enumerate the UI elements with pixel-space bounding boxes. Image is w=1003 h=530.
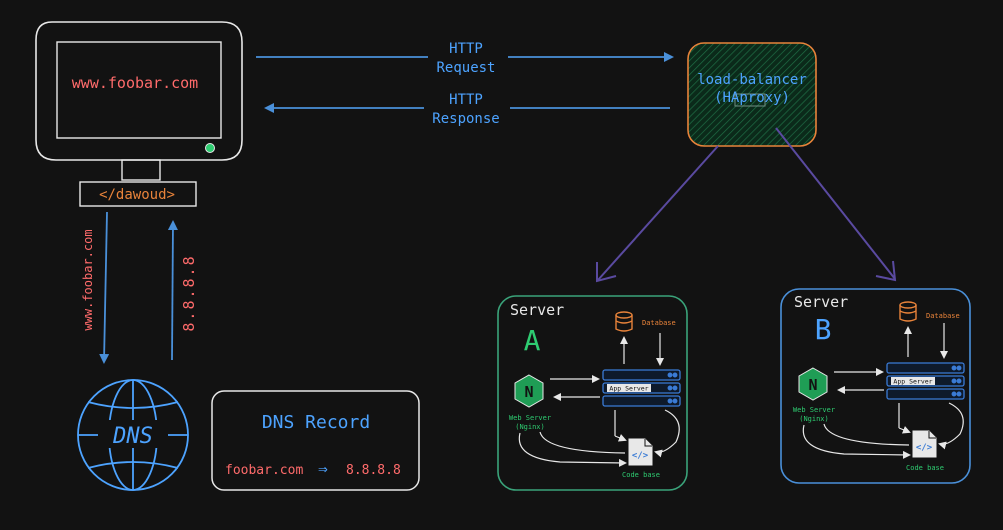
monitor-neck (121, 159, 161, 181)
http-response-label-1: HTTP (449, 92, 483, 108)
code-file-icon: </> (628, 438, 653, 466)
power-led-icon (205, 143, 215, 153)
load-balancer: load-balancer (HAproxy) (687, 42, 817, 147)
http-request-label-2: Request (436, 60, 495, 76)
dns-record-card: DNS Record foobar.com ⇒ 8.8.8.8 (211, 390, 420, 491)
server-a-web-server-label: Web Server (509, 414, 551, 422)
server-a-app-server-label: App Server (609, 385, 648, 393)
monitor-base (79, 181, 197, 207)
monitor-frame (35, 21, 243, 161)
server-a-database-label: Database (642, 319, 676, 327)
svg-text:</>: </> (632, 451, 649, 461)
server-a-letter: A (524, 324, 541, 357)
server-a-connectors (518, 333, 680, 467)
server-a-nginx-label: (Nginx) (515, 423, 545, 431)
dns-record-arrow-icon: ⇒ (318, 459, 328, 478)
dns-query-arrow: www.foobar.com (81, 211, 110, 364)
server-b-nginx-letter: N (808, 376, 817, 394)
server-a-code-base-label: Code base (622, 471, 660, 479)
dns-record-domain: foobar.com (225, 463, 303, 478)
http-response-arrow: HTTP Response (264, 92, 670, 127)
server-b-connectors (802, 323, 964, 459)
http-request-arrow: HTTP Request (256, 41, 674, 76)
database-icon (615, 311, 633, 332)
dns-record-ip: 8.8.8.8 (346, 463, 401, 478)
nginx-icon: N (798, 367, 828, 401)
server-a-title: Server (510, 301, 564, 319)
client-computer: www.foobar.com </dawoud> (35, 21, 243, 207)
monitor-screen (56, 41, 222, 139)
code-file-icon: </> (912, 430, 937, 458)
lb-to-server-a-arrow (596, 145, 719, 283)
server-a-card: Server A Database App Server N Web (497, 295, 688, 491)
load-balancer-line1: load-balancer (697, 72, 807, 88)
load-balancer-connector (734, 93, 766, 107)
server-b-app-server-label: App Server (893, 378, 932, 386)
database-icon (899, 301, 917, 322)
dns-query-label: www.foobar.com (81, 229, 95, 330)
dns-globe-icon (77, 379, 189, 491)
server-a-nginx-letter: N (524, 383, 533, 401)
screen-url: www.foobar.com (72, 74, 198, 92)
brand-label: </dawoud> (99, 187, 175, 203)
server-b-title: Server (794, 293, 848, 311)
dns-globe-label: DNS (112, 424, 153, 449)
load-balancer-line2: (HAproxy) (714, 90, 790, 106)
svg-text:</>: </> (916, 443, 933, 453)
server-b-nginx-label: (Nginx) (799, 415, 829, 423)
server-b-database-label: Database (926, 312, 960, 320)
server-b-code-base-label: Code base (906, 464, 944, 472)
server-b-letter: B (815, 313, 832, 346)
dns-answer-label: 8.8.8.8 (180, 254, 198, 331)
server-b-card: Server B Database App Server N Web (780, 288, 971, 484)
dns-answer-arrow: 8.8.8.8 (167, 220, 198, 361)
server-b-web-server-label: Web Server (793, 406, 835, 414)
dns-record-title: DNS Record (262, 412, 370, 433)
http-request-label-1: HTTP (449, 41, 483, 57)
nginx-icon: N (514, 374, 544, 408)
http-response-label-2: Response (432, 111, 499, 127)
lb-to-server-b-arrow (775, 127, 897, 282)
